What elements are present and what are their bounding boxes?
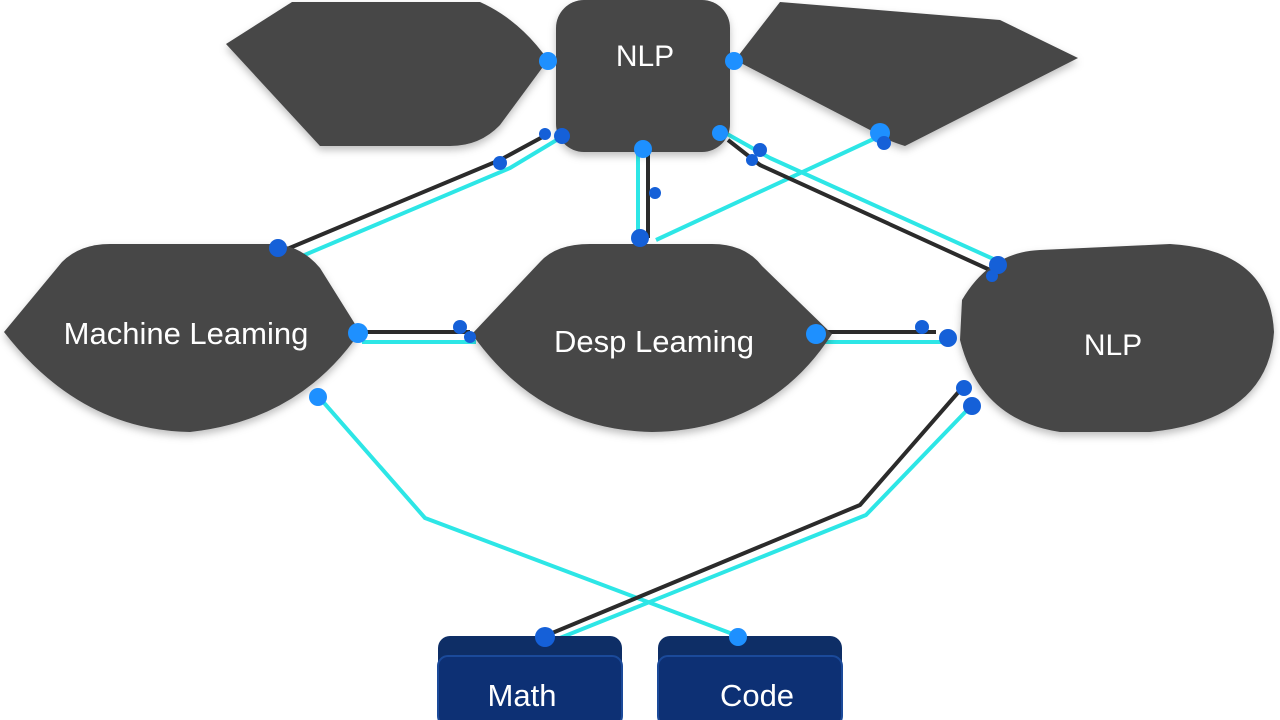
port-dot[interactable]: [634, 140, 652, 158]
node-nlp-right-shape: [960, 244, 1274, 432]
port-dot[interactable]: [915, 320, 929, 334]
port-dot[interactable]: [712, 125, 728, 141]
edge-machine-learning-to-code-cyan: [316, 394, 739, 638]
port-dot[interactable]: [989, 256, 1007, 274]
decorative-shape-top-left: [226, 2, 548, 146]
edge-nlp-top-to-nlp-right-cyan: [719, 128, 1001, 264]
connection-ports: [269, 52, 1007, 647]
port-dot[interactable]: [725, 52, 743, 70]
node-math-label: Math: [488, 678, 557, 713]
port-dot[interactable]: [939, 329, 957, 347]
port-dot[interactable]: [956, 380, 972, 396]
port-dot[interactable]: [986, 270, 998, 282]
port-dot[interactable]: [493, 156, 507, 170]
edge-nlp-right-to-math-cyan: [554, 403, 974, 642]
node-deep-learning[interactable]: Desp Leaming: [472, 244, 832, 432]
node-machine-learning[interactable]: Machine Leaming: [4, 244, 360, 432]
port-dot[interactable]: [539, 128, 551, 140]
edge-nlp-top-to-machine-learning-cyan: [287, 136, 562, 264]
port-dot[interactable]: [729, 628, 747, 646]
port-dot[interactable]: [554, 128, 570, 144]
node-deep-learning-label: Desp Leaming: [554, 324, 754, 359]
edges: [279, 128, 1001, 642]
port-dot[interactable]: [309, 388, 327, 406]
node-nlp-top-shape: [556, 0, 730, 152]
port-dot[interactable]: [535, 627, 555, 647]
port-dot[interactable]: [453, 320, 467, 334]
port-dot[interactable]: [464, 331, 476, 343]
edge-nlp-right-to-math-dark: [544, 386, 964, 638]
node-nlp-top-label: NLP: [616, 40, 674, 73]
node-nlp-right-label: NLP: [1084, 329, 1142, 362]
node-nlp-right[interactable]: NLP: [960, 244, 1274, 432]
node-code-front: [657, 655, 843, 720]
node-code[interactable]: Code: [657, 636, 843, 720]
node-code-label: Code: [720, 678, 794, 713]
port-dot[interactable]: [348, 323, 368, 343]
node-math[interactable]: Math: [437, 636, 623, 720]
node-machine-learning-label: Machine Leaming: [64, 316, 309, 351]
decorative-shape-top-right: [735, 2, 1078, 146]
node-machine-learning-shape: [4, 244, 360, 432]
port-dot[interactable]: [877, 136, 891, 150]
port-dot[interactable]: [539, 52, 557, 70]
port-dot[interactable]: [269, 239, 287, 257]
port-dot[interactable]: [963, 397, 981, 415]
port-dot[interactable]: [631, 229, 649, 247]
node-deep-learning-shape: [472, 244, 832, 432]
edge-right-shape-to-deep-learning-cyan: [655, 134, 881, 242]
node-math-front: [437, 655, 623, 720]
port-dot[interactable]: [746, 154, 758, 166]
port-dot[interactable]: [806, 324, 826, 344]
node-nlp-top[interactable]: NLP: [556, 0, 730, 152]
edge-nlp-top-to-machine-learning-dark: [279, 132, 549, 254]
port-dot[interactable]: [649, 187, 661, 199]
port-dot[interactable]: [753, 143, 767, 157]
edge-nlp-top-to-nlp-right-dark: [726, 138, 991, 272]
